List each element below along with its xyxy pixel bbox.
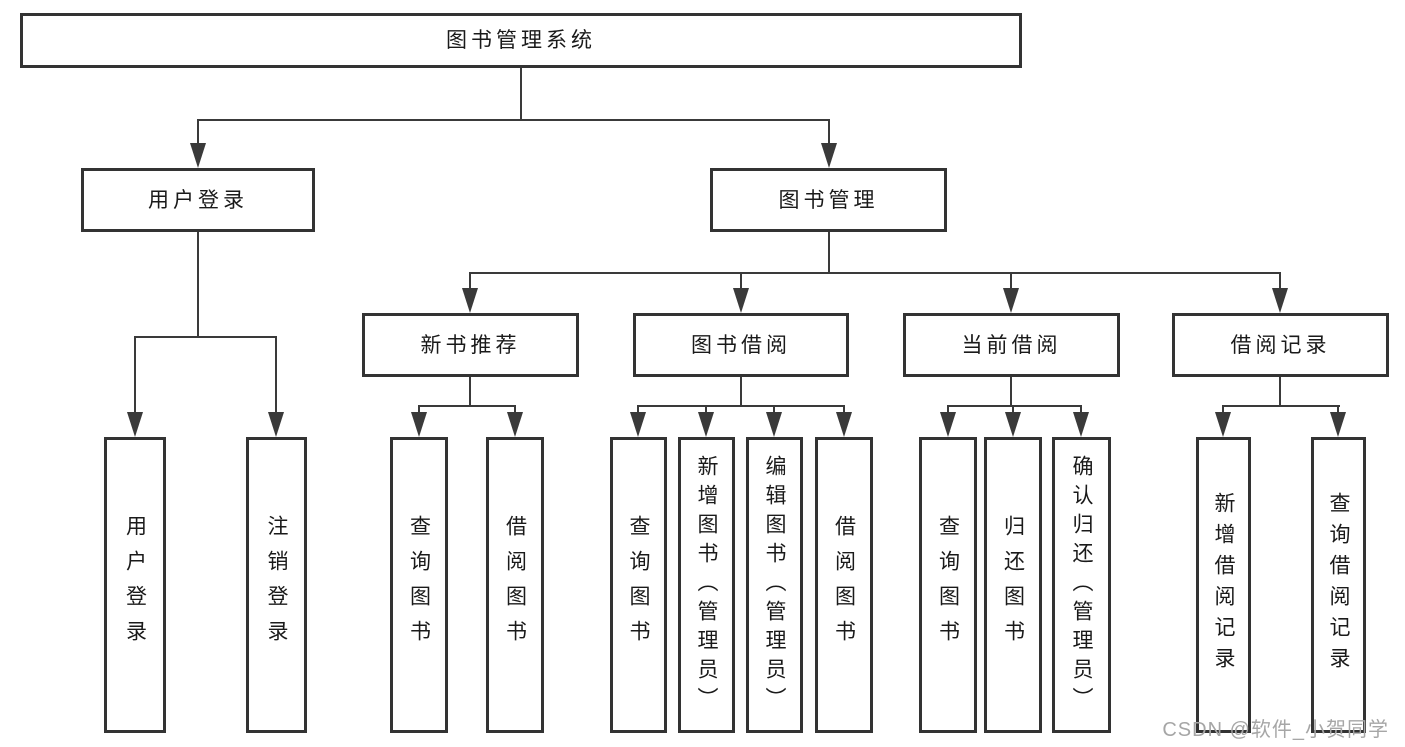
- arrowhead-recommend: [462, 288, 478, 313]
- connector-current-trunk: [1010, 377, 1012, 407]
- arrowhead-current-leaf2: [1005, 412, 1021, 437]
- connector-root-trunk: [520, 68, 522, 120]
- leaf-records-add-borrow-record: 新增借阅记录: [1196, 437, 1251, 733]
- connector-user-login-trunk: [197, 232, 199, 338]
- connector-book-mgmt-branch: [470, 272, 1281, 274]
- node-new-book-recommend: 新书推荐: [362, 313, 579, 377]
- leaf-borrow-add-books-admin: 新增图书（管理员）: [678, 437, 735, 733]
- arrowhead-borrow-leaf3: [766, 412, 782, 437]
- node-current-borrow: 当前借阅: [903, 313, 1120, 377]
- connector-stem-current: [1010, 272, 1012, 292]
- connector-records-branch: [1223, 405, 1340, 407]
- connector-stem-borrow: [740, 272, 742, 292]
- connector-records-trunk: [1279, 377, 1281, 407]
- connector-stem-leaf-login: [134, 336, 136, 416]
- connector-stem-book-mgmt: [828, 119, 830, 147]
- leaf-current-return-books: 归还图书: [984, 437, 1042, 733]
- connector-current-branch: [948, 405, 1082, 407]
- connector-stem-user-login: [197, 119, 199, 147]
- arrowhead-records-leaf1: [1215, 412, 1231, 437]
- node-borrow-records: 借阅记录: [1172, 313, 1389, 377]
- arrowhead-current-leaf1: [940, 412, 956, 437]
- leaf-recommend-borrow-books: 借阅图书: [486, 437, 544, 733]
- arrowhead-borrow-leaf1: [630, 412, 646, 437]
- connector-user-login-branch: [134, 336, 277, 338]
- arrowhead-leaf-logout: [268, 412, 284, 437]
- node-book-borrow: 图书借阅: [633, 313, 849, 377]
- arrowhead-leaf-login: [127, 412, 143, 437]
- leaf-borrow-edit-books-admin: 编辑图书（管理员）: [746, 437, 803, 733]
- connector-stem-records: [1279, 272, 1281, 292]
- leaf-current-query-books: 查询图书: [919, 437, 977, 733]
- leaf-borrow-borrow-books: 借阅图书: [815, 437, 873, 733]
- connector-recommend-trunk: [469, 377, 471, 407]
- leaf-current-confirm-return-admin: 确认归还（管理员）: [1052, 437, 1111, 733]
- leaf-logout: 注销登录: [246, 437, 307, 733]
- connector-borrow-branch: [638, 405, 845, 407]
- leaf-borrow-query-books: 查询图书: [610, 437, 667, 733]
- arrowhead-recommend-leaf2: [507, 412, 523, 437]
- connector-stem-leaf-logout: [275, 336, 277, 416]
- arrowhead-current: [1003, 288, 1019, 313]
- arrowhead-borrow: [733, 288, 749, 313]
- connector-recommend-branch: [419, 405, 516, 407]
- leaf-user-login: 用户登录: [104, 437, 166, 733]
- arrowhead-borrow-leaf4: [836, 412, 852, 437]
- leaf-recommend-query-books: 查询图书: [390, 437, 448, 733]
- arrowhead-user-login: [190, 143, 206, 168]
- connector-root-branch: [197, 119, 830, 121]
- node-user-login: 用户登录: [81, 168, 315, 232]
- connector-book-mgmt-trunk: [828, 232, 830, 274]
- leaf-records-query-borrow-record: 查询借阅记录: [1311, 437, 1366, 733]
- arrowhead-records-leaf2: [1330, 412, 1346, 437]
- connector-stem-recommend: [469, 272, 471, 292]
- node-book-management: 图书管理: [710, 168, 947, 232]
- connector-borrow-trunk: [740, 377, 742, 407]
- arrowhead-records: [1272, 288, 1288, 313]
- arrowhead-borrow-leaf2: [698, 412, 714, 437]
- arrowhead-current-leaf3: [1073, 412, 1089, 437]
- arrowhead-recommend-leaf1: [411, 412, 427, 437]
- csdn-watermark: CSDN @软件_小贺同学: [1162, 719, 1389, 741]
- node-library-management-system: 图书管理系统: [20, 13, 1022, 68]
- arrowhead-book-mgmt: [821, 143, 837, 168]
